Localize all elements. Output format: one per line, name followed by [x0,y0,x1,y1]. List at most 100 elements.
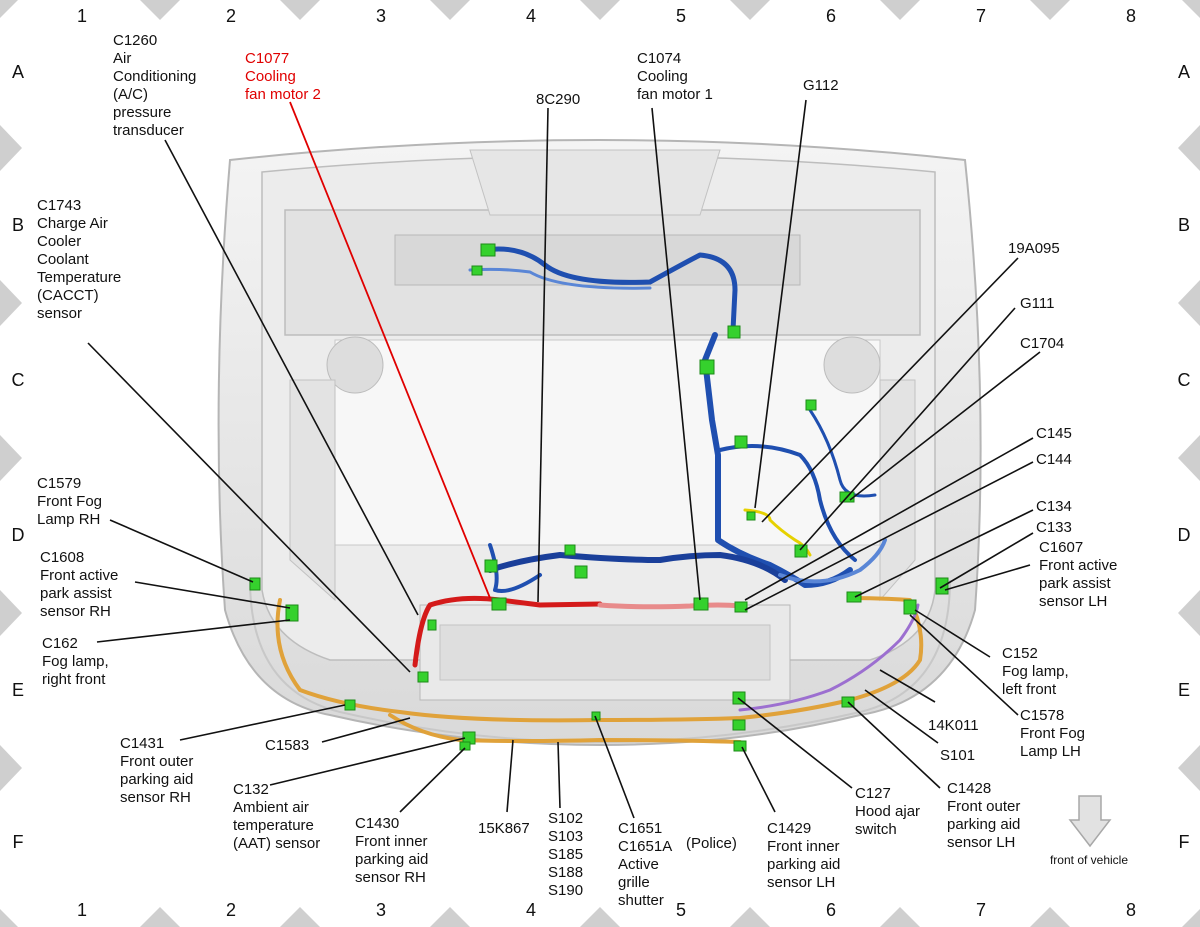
callout-text: Front active [1039,557,1117,574]
callout-c1431: C1431 Front outer parking aid sensor RH [120,735,193,806]
callout-text: Lamp LH [1020,743,1081,760]
callout-text: sensor RH [120,789,191,806]
harness-orange-lower [275,596,924,723]
callout-text: 8C290 [536,91,580,108]
callout-text: S103 [548,828,583,845]
callout-text: parking aid [120,771,193,788]
grid-row-label: D [12,525,25,545]
callout-text: C1579 [37,475,81,492]
callout-19a095: 19A095 [1008,240,1060,257]
callout-c127: C127 Hood ajar switch [855,785,920,838]
front-of-vehicle-label: front of vehicle [1050,853,1128,867]
harness-upper-blue [482,246,738,333]
callout-text: Cooling [245,68,296,85]
callout-text: parking aid [355,851,428,868]
callout-text: Front Fog [37,493,102,510]
callout-c1743: C1743 Charge Air Cooler Coolant Temperat… [37,197,121,322]
callout-text: G112 [803,77,839,94]
callout-text: C1431 [120,735,164,752]
callout-text: right front [42,671,106,688]
callout-text: C1704 [1020,335,1064,352]
callout-c1607: C1607 Front active park assist sensor LH [1039,539,1117,610]
callout-text: (AAT) sensor [233,835,320,852]
callout-text: park assist [1039,575,1112,592]
callout-text: C127 [855,785,891,802]
callout-text: C152 [1002,645,1038,662]
harness-purple [738,603,920,712]
grid-col-label: 3 [376,900,386,920]
callout-text: C133 [1036,519,1072,536]
callout-text: Active [618,856,659,873]
harness-branch-blue-right-2 [808,408,877,498]
grid-row-label: C [1178,370,1191,390]
callout-text: S101 [940,747,975,764]
callout-c1651: C1651 C1651A (Police) Active grille shut… [618,820,737,909]
callout-text: S102 [548,810,583,827]
callout-text: Front inner [355,833,428,850]
callout-text: S185 [548,846,583,863]
callout-c132: C132 Ambient air temperature (AAT) senso… [233,781,320,852]
grid-row-label: A [12,62,24,82]
grid-column-labels-bottom: 1 2 3 4 5 6 7 8 [77,900,1136,920]
grid-column-labels-top: 1 2 3 4 5 6 7 8 [77,6,1136,26]
leader-lines [87,99,1041,819]
callout-text: shutter [618,892,664,909]
callout-text: temperature [233,817,314,834]
callout-c1583: C1583 [265,737,309,754]
harness-orange-lower-2 [388,713,742,744]
callout-text: Coolant [37,251,90,268]
callout-text: 19A095 [1008,240,1060,257]
callout-text: C132 [233,781,269,798]
callout-text: 15K867 [478,820,530,837]
callout-text: C1077 [245,50,289,67]
callout-text: S188 [548,864,583,881]
grid-row-label: D [1178,525,1191,545]
callout-c162: C162 Fog lamp, right front [42,635,109,688]
grid-col-label: 1 [77,6,87,26]
callout-text: C1607 [1039,539,1083,556]
callout-14k011: 14K011 [928,717,979,734]
callout-text: Front outer [947,798,1020,815]
callout-text: 14K011 [928,717,979,734]
leader-line-c1077 [289,101,491,599]
callout-text: sensor LH [1039,593,1107,610]
grid-col-label: 5 [676,900,686,920]
callout-text: Charge Air [37,215,108,232]
callout-c133: C133 [1036,519,1072,536]
callout-text: fan motor 2 [245,86,321,103]
grid-col-label: 7 [976,6,986,26]
grid-row-label: A [1178,62,1190,82]
callout-text: C1260 [113,32,157,49]
callout-c152: C152 Fog lamp, left front [1002,645,1069,698]
grid-col-label: 2 [226,900,236,920]
grid-col-label: 7 [976,900,986,920]
callout-text: C144 [1036,451,1072,468]
front-of-vehicle-indicator: front of vehicle [1050,795,1128,867]
grid-col-label: 1 [77,900,87,920]
callout-8c290: 8C290 [536,91,580,108]
grid-row-label: B [1178,215,1190,235]
grid-row-label: C [12,370,25,390]
callout-g111: G111 [1020,295,1054,312]
callout-text: Fog lamp, [1002,663,1069,680]
callout-text: (A/C) [113,86,148,103]
grid-col-label: 5 [676,6,686,26]
callout-text: parking aid [767,856,840,873]
callout-text: C1428 [947,780,991,797]
callout-text: C134 [1036,498,1072,515]
callout-text: Front Fog [1020,725,1085,742]
callout-c144: C144 [1036,451,1072,468]
callout-text: C1651 [618,820,662,837]
callout-text: Conditioning [113,68,196,85]
callout-text: transducer [113,122,184,139]
down-arrow-icon [1068,795,1112,848]
callout-text: S190 [548,882,583,899]
callout-c1429: C1429 Front inner parking aid sensor LH [767,820,840,891]
callout-text: Lamp RH [37,511,100,528]
grid-col-label: 2 [226,6,236,26]
grid-row-label: E [12,680,24,700]
callout-text: Front outer [120,753,193,770]
callout-text: switch [855,821,897,838]
callout-text: sensor RH [355,869,426,886]
